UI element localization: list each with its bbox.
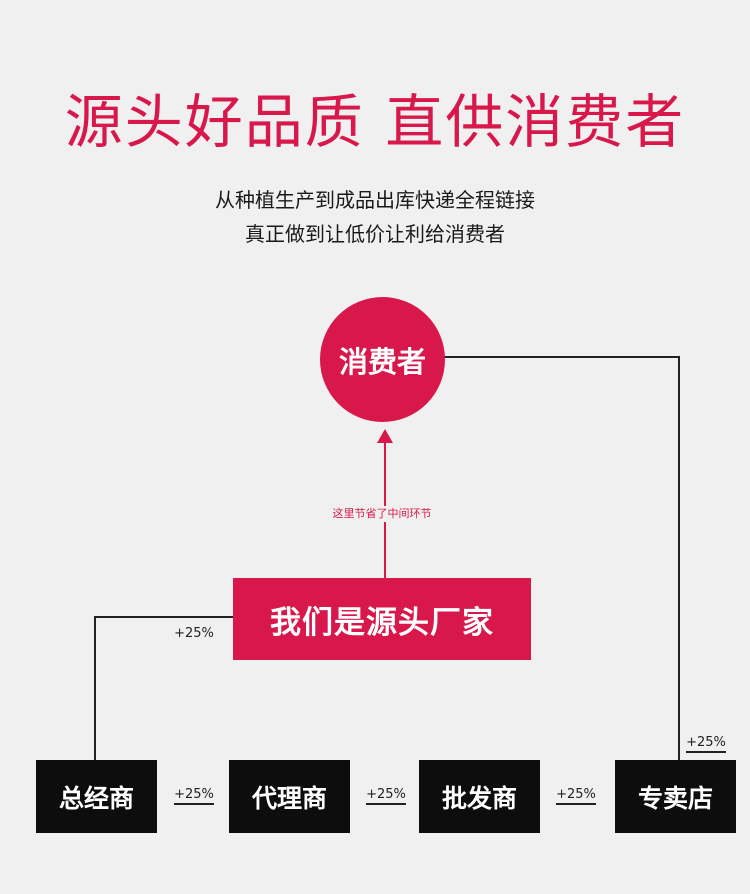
chain-markup-label: +25%: [556, 787, 596, 802]
chain-markup-divider: [556, 803, 596, 805]
subtitle-line-1: 从种植生产到成品出库快递全程链接: [215, 188, 535, 212]
chain-markup-divider: [366, 803, 406, 805]
chain-markup-divider: [174, 803, 214, 805]
connector-consumer-to-store-vertical: [678, 356, 680, 760]
skip-middleman-note: 这里节省了中间环节: [300, 506, 464, 522]
chain-node-wholesaler: 批发商: [419, 760, 540, 833]
chain-markup-label: +25%: [366, 787, 406, 802]
chain-markup-label: +25%: [174, 787, 214, 802]
chain-node-distributor: 总经商: [36, 760, 157, 833]
chain-node-agent: 代理商: [229, 760, 350, 833]
connector-source-to-distributor-horizontal: [94, 616, 234, 618]
source-markup-label: +25%: [174, 626, 214, 641]
connector-source-to-distributor-vertical: [94, 616, 96, 760]
arrow-up-icon: [377, 429, 393, 443]
source-manufacturer-node: 我们是源头厂家: [233, 578, 531, 660]
store-markup-label: +25%: [686, 735, 726, 750]
chain-node-store: 专卖店: [615, 760, 736, 833]
headline: 源头好品质 直供消费者: [64, 88, 686, 156]
subtitle-line-2: 真正做到让低价让利给消费者: [245, 222, 505, 246]
connector-consumer-to-store-horizontal: [440, 356, 680, 358]
store-markup-divider: [686, 751, 726, 753]
consumer-node: 消费者: [320, 297, 445, 422]
